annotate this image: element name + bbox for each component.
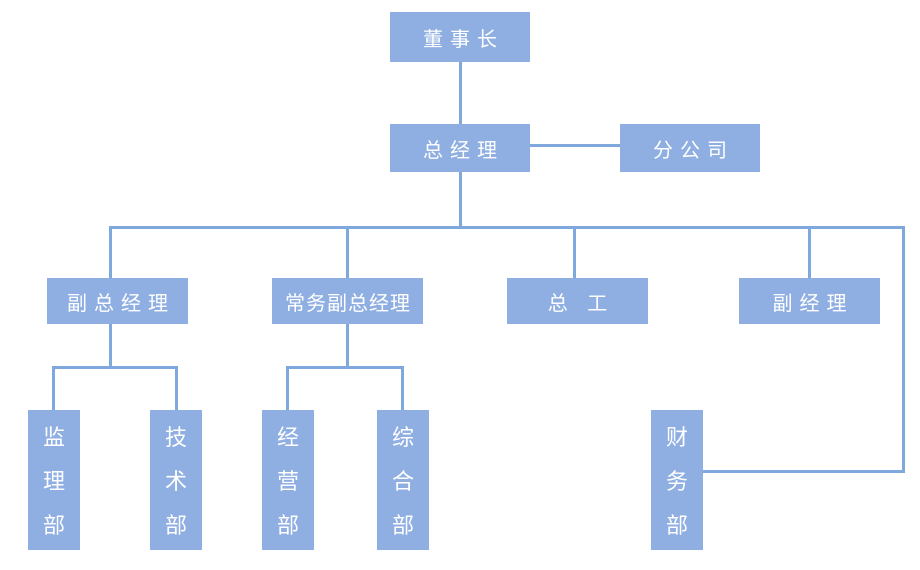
connector-deputy-gm-stem <box>109 323 112 368</box>
org-node-branch-company-label: 分公司 <box>653 139 734 162</box>
connector-exec-deputy-stem <box>346 323 349 368</box>
org-node-technology-dept: 技术部 <box>150 410 202 550</box>
org-node-chairman-label: 董事长 <box>423 28 504 51</box>
connector-drop-deputy-manager <box>808 229 811 278</box>
org-node-operations-dept: 经营部 <box>262 410 314 550</box>
connector-drop-general-affairs <box>401 369 404 410</box>
org-node-deputy-general-manager-label: 副总经理 <box>67 292 175 315</box>
org-node-chief-engineer-label: 总 工 <box>547 292 615 315</box>
connector-right-vertical <box>902 226 905 473</box>
connector-gm-to-branch <box>530 144 620 147</box>
connector-main-rail <box>109 226 905 229</box>
connector-to-finance-dept <box>702 470 905 473</box>
connector-drop-supervision <box>52 369 55 410</box>
org-node-general-manager-label: 总经理 <box>423 139 504 162</box>
org-node-supervision-dept: 监理部 <box>28 410 80 550</box>
connector-drop-operations <box>286 369 289 410</box>
connector-exec-deputy-rail <box>286 366 404 369</box>
org-node-finance-dept: 财务部 <box>651 410 703 550</box>
connector-drop-exec-deputy-gm <box>346 229 349 278</box>
org-node-chief-engineer: 总 工 <box>507 278 648 324</box>
org-node-general-manager: 总经理 <box>390 124 530 172</box>
connector-chairman-to-gm <box>459 62 462 124</box>
connector-drop-technology <box>175 369 178 410</box>
connector-drop-chief-engineer <box>573 229 576 278</box>
org-node-deputy-manager-label: 副经理 <box>772 292 854 315</box>
connector-drop-deputy-gm <box>109 229 112 278</box>
org-node-branch-company: 分公司 <box>620 124 760 172</box>
connector-gm-to-rail <box>459 172 462 226</box>
org-node-deputy-manager: 副经理 <box>739 278 880 324</box>
org-node-general-affairs-dept: 综合部 <box>377 410 429 550</box>
org-node-deputy-general-manager: 副总经理 <box>47 278 188 324</box>
org-node-chairman: 董事长 <box>390 12 530 62</box>
org-node-executive-deputy-general-manager: 常务副总经理 <box>272 278 423 324</box>
connector-deputy-gm-rail <box>52 366 178 369</box>
org-node-executive-deputy-general-manager-label: 常务副总经理 <box>285 292 411 315</box>
